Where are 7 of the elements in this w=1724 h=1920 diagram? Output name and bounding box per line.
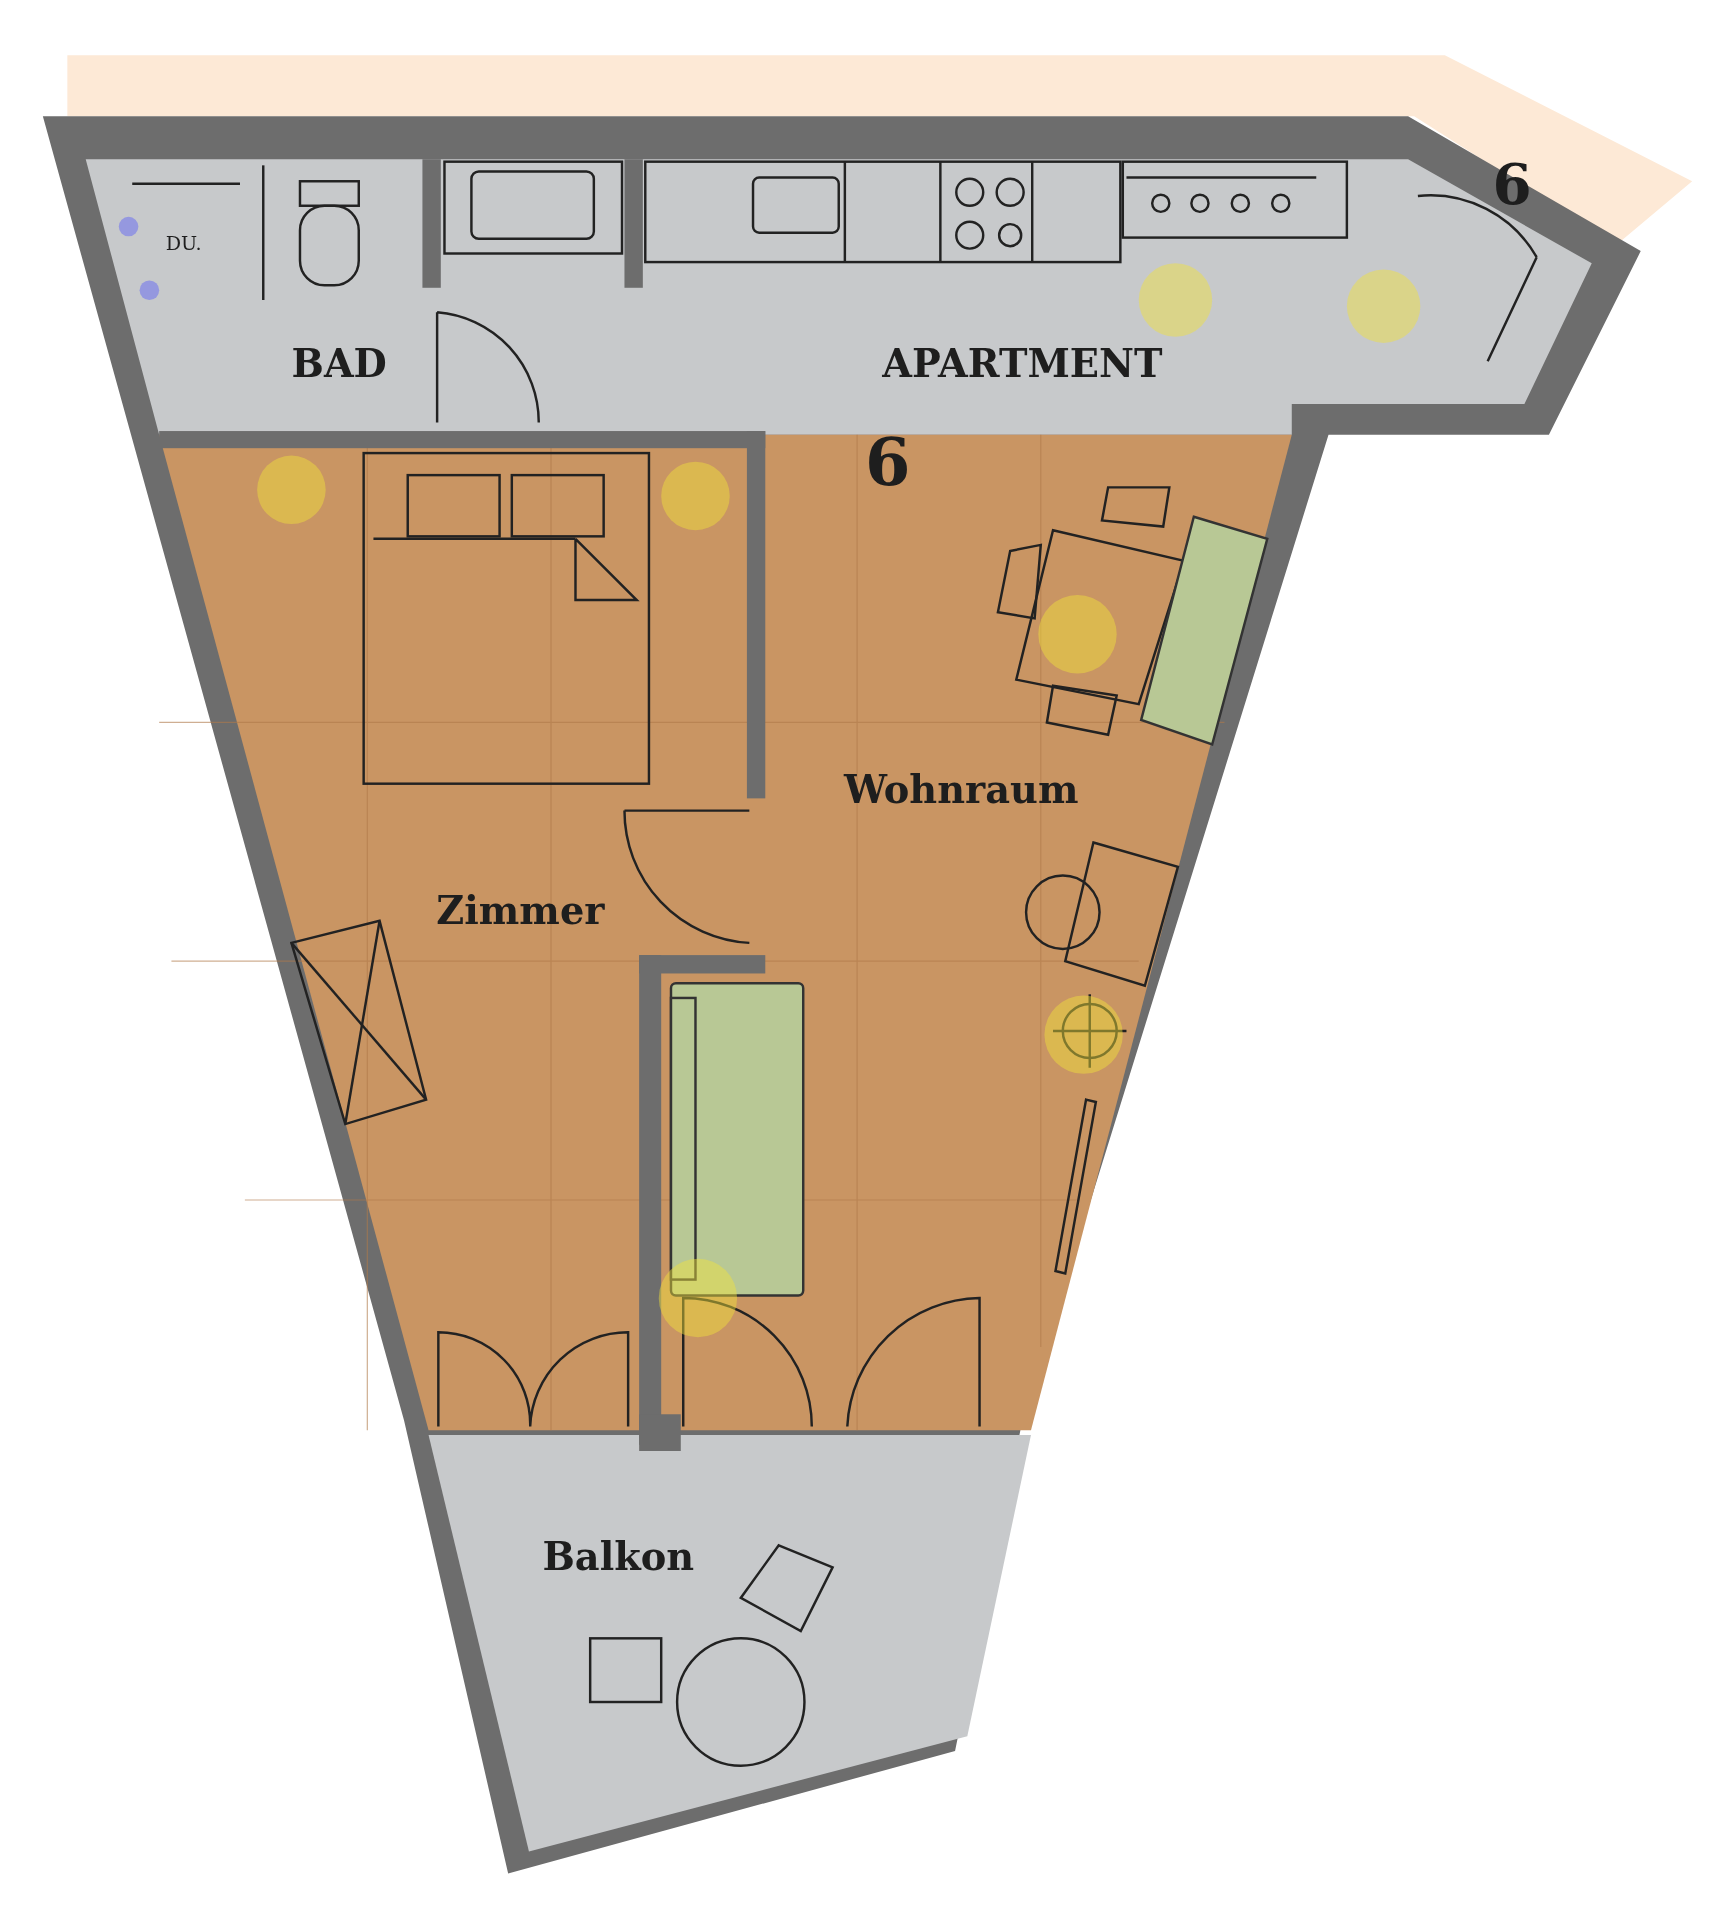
room-label: Zimmer (436, 891, 605, 931)
room-label: Balkon (542, 1538, 695, 1577)
room-label: APARTMENT (882, 344, 1163, 383)
room-label: DU. (165, 234, 202, 254)
room-label: BAD (291, 344, 387, 383)
room-label: Wohnraum (843, 770, 1079, 809)
apartment-number: 6 (864, 430, 911, 496)
